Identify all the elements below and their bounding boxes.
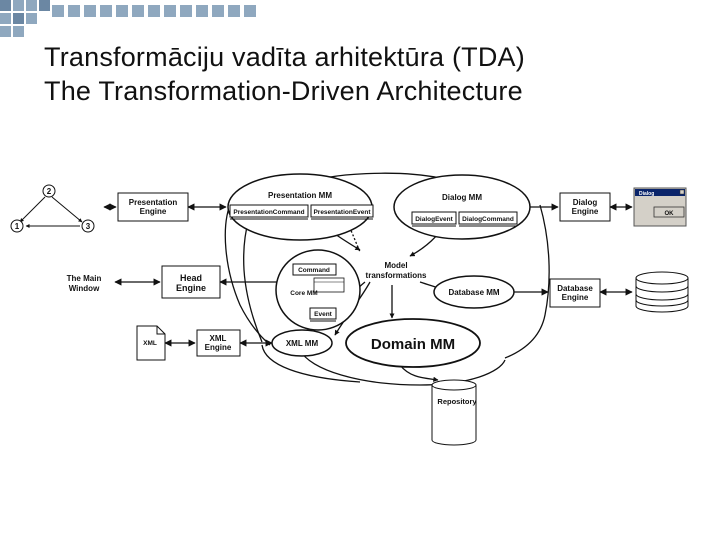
deco-square xyxy=(132,5,144,17)
domain-mm: Domain MM xyxy=(345,318,481,368)
repository-cylinder: Repository xyxy=(431,379,477,446)
xml-file-label: XML xyxy=(143,340,157,347)
deco-square xyxy=(116,5,128,17)
dialog-mm: Dialog MM DialogEvent DialogCommand xyxy=(393,174,531,240)
xml-engine-label-line-2: Engine xyxy=(205,343,232,352)
deco-square xyxy=(100,5,112,17)
title-line-2: The Transformation-Driven Architecture xyxy=(44,76,523,106)
graph-sample: 2 1 3 xyxy=(10,184,95,233)
head-engine-label-line-2: Engine xyxy=(176,283,206,293)
engine-arrows xyxy=(103,203,633,347)
event-label: Event xyxy=(314,311,333,318)
xml-mm: XML MM xyxy=(271,329,333,357)
slide-title: Transformāciju vadīta arhitektūra (TDA) … xyxy=(44,40,704,108)
database-mm: Database MM xyxy=(433,275,515,309)
dialog-mm-label: Dialog MM xyxy=(442,193,482,202)
main-window-label-line-1: The Main xyxy=(67,274,102,283)
deco-square xyxy=(13,26,24,37)
deco-square xyxy=(164,5,176,17)
deco-square xyxy=(52,5,64,17)
database-mm-label: Database MM xyxy=(448,288,499,297)
deco-square xyxy=(0,26,11,37)
presentation-event-label: PresentationEvent xyxy=(313,209,371,216)
command-label: Command xyxy=(298,267,330,274)
deco-square xyxy=(148,5,160,17)
database-disks-icon xyxy=(635,271,689,313)
deco-square xyxy=(13,13,24,24)
database-engine-label-line-2: Engine xyxy=(562,293,589,302)
deco-square xyxy=(13,0,24,11)
deco-square xyxy=(244,5,256,17)
presentation-engine-label-line-2: Engine xyxy=(140,207,167,216)
dialog-window-ok: OK xyxy=(665,211,675,217)
graph-node-3-label: 3 xyxy=(86,222,91,231)
domain-mm-label: Domain MM xyxy=(371,336,455,353)
graph-node-2-label: 2 xyxy=(47,187,52,196)
graph-node-1-label: 1 xyxy=(15,222,20,231)
xml-engine-label-line-1: XML xyxy=(210,334,227,343)
dialog-command-label: DialogCommand xyxy=(462,216,514,223)
deco-square xyxy=(0,13,11,24)
graph-node-2 xyxy=(42,184,56,198)
repository-label: Repository xyxy=(437,397,477,406)
presentation-mm: Presentation MM PresentationCommand Pres… xyxy=(227,173,374,241)
main-window-label-line-2: Window xyxy=(69,284,100,293)
core-mm-label: Core MM xyxy=(290,290,317,297)
model-transformations-label-line-2: transformations xyxy=(366,271,427,280)
dialog-window-thumbnail: Dialog OK xyxy=(633,187,687,227)
deco-square xyxy=(212,5,224,17)
presentation-engine-label-line-1: Presentation xyxy=(129,198,178,207)
graph-node-1 xyxy=(10,219,24,233)
deco-square xyxy=(68,5,80,17)
deco-square xyxy=(26,0,37,11)
graph-node-3 xyxy=(81,219,95,233)
model-transformations-label-line-1: Model xyxy=(384,261,407,270)
xml-mm-label: XML MM xyxy=(286,339,319,348)
deco-square xyxy=(0,0,11,11)
dialog-engine-label-line-2: Engine xyxy=(572,207,599,216)
dialog-engine-label-line-1: Dialog xyxy=(573,198,598,207)
dialog-event-label: DialogEvent xyxy=(415,216,453,223)
deco-square xyxy=(180,5,192,17)
head-engine-label-line-1: Head xyxy=(180,273,202,283)
dialog-window-title: Dialog xyxy=(639,191,654,197)
decorative-squares xyxy=(0,0,256,37)
presentation-mm-label: Presentation MM xyxy=(268,191,332,200)
database-engine-label-line-1: Database xyxy=(557,284,593,293)
deco-square xyxy=(84,5,96,17)
title-line-1: Transformāciju vadīta arhitektūra (TDA) xyxy=(44,42,525,72)
deco-square xyxy=(26,13,37,24)
xml-file-icon: XML xyxy=(136,325,166,361)
presentation-command-label: PresentationCommand xyxy=(233,209,304,216)
core-mm: Command Core MM Event xyxy=(275,249,361,331)
deco-square xyxy=(39,0,50,11)
deco-square xyxy=(228,5,240,17)
deco-square xyxy=(196,5,208,17)
